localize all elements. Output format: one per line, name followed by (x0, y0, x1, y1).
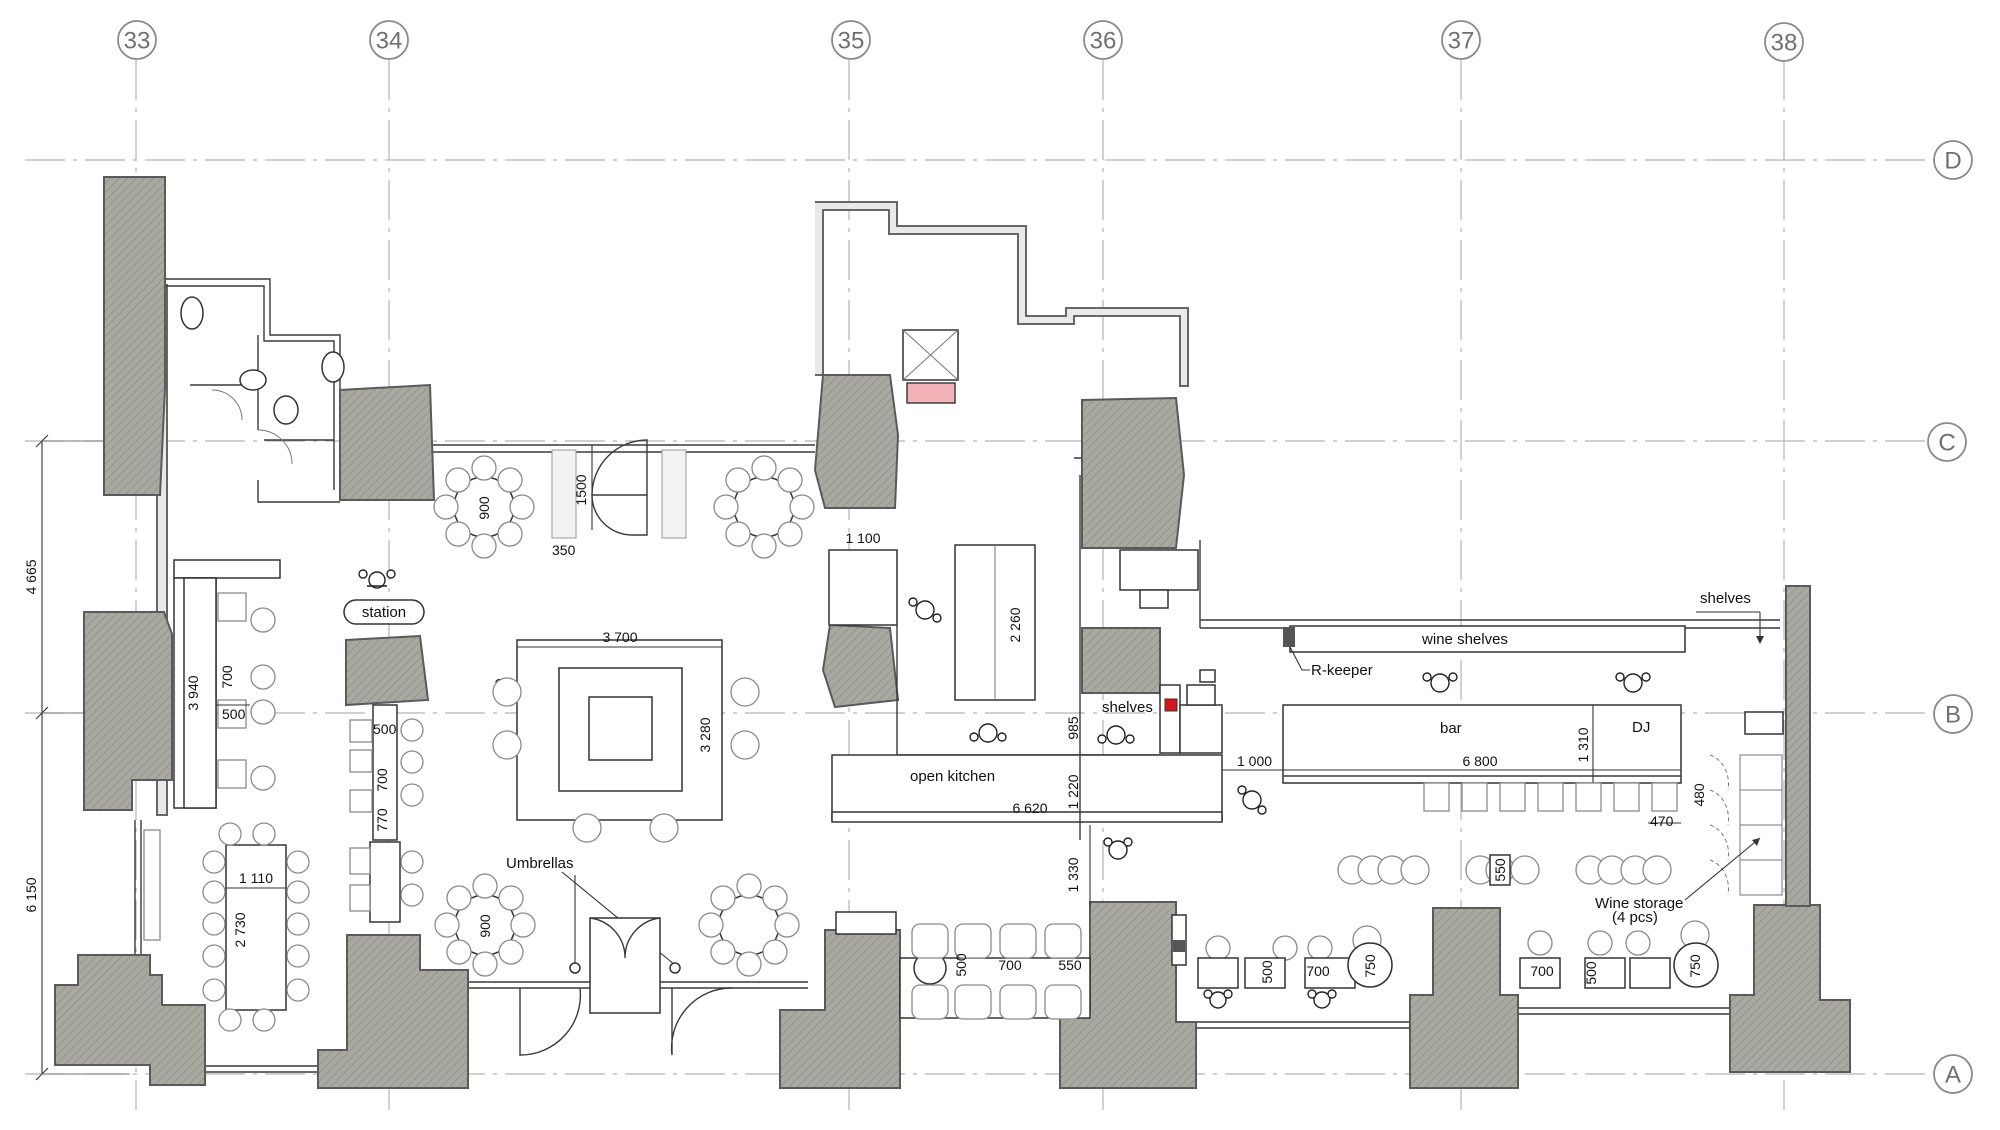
grid-label-36: 36 (1090, 28, 1117, 55)
dim-window-500a: 500 (1259, 960, 1275, 984)
dim-booth-500: 500 (953, 953, 969, 977)
bar-lounge-tables: 550 (1337, 854, 1672, 886)
grid-label-C: C (1938, 430, 1955, 457)
round-table-top-left: 900 (433, 455, 535, 559)
dim-bar-1000: 1 000 (1237, 753, 1272, 769)
dim-gap-770: 770 (374, 808, 390, 832)
dim-kitchen-1100: 1 100 (845, 530, 880, 546)
label-shelves-top: shelves (1700, 590, 1751, 607)
dim-kitchen-6620: 6 620 (1012, 800, 1047, 816)
dim-left-lower: 6 150 (23, 877, 39, 912)
dim-seat-500a: 500 (222, 706, 246, 722)
dim-kitchen-1220: 1 220 (1065, 774, 1081, 809)
left-bench-seating: 500 700 770 (349, 704, 424, 923)
window-seating: 500 700 750 700 500 750 (1197, 920, 1719, 1009)
round-table-bottom-left: 900 (434, 873, 536, 977)
grid-label-37: 37 (1448, 28, 1475, 55)
station: station (343, 569, 425, 625)
dim-kitchen-1330: 1 330 (1065, 857, 1081, 892)
booth-seating: 500 700 550 (835, 911, 1187, 1020)
dim-planter-350: 350 (552, 542, 576, 558)
open-kitchen: 1 100 2 260 open kitchen 6 620 985 1 220… (828, 329, 1267, 905)
long-table: 1 110 2 730 (143, 822, 310, 1032)
label-station: station (362, 604, 406, 621)
grid-label-33: 33 (124, 28, 151, 55)
dim-window-700a: 700 (1306, 963, 1330, 979)
structural-columns (54, 176, 1851, 1089)
round-table-bottom-right (698, 873, 800, 977)
label-umbrellas: Umbrellas (506, 855, 574, 872)
dim-bar-1310: 1 310 (1575, 727, 1591, 762)
grid-label-34: 34 (376, 28, 403, 55)
grid-label-38: 38 (1771, 30, 1798, 57)
wine-storage: Wine storage (4 pcs) (1595, 754, 1783, 926)
dim-table-1110: 1 110 (239, 870, 273, 886)
label-wine-shelves: wine shelves (1421, 631, 1508, 648)
grid-label-A: A (1945, 1062, 1961, 1089)
label-wine-storage-count: (4 pcs) (1612, 909, 1658, 926)
dim-kitchen-985: 985 (1065, 716, 1081, 740)
dim-booth-550: 550 (1058, 957, 1082, 973)
dim-booth-700: 700 (998, 957, 1022, 973)
dim-window-750a: 750 (1362, 954, 1378, 978)
label-open-kitchen: open kitchen (910, 768, 995, 785)
label-bar: bar (1440, 720, 1462, 737)
dim-bar-3940: 3 940 (185, 675, 201, 710)
grid-label-D: D (1944, 148, 1961, 175)
wc-fixtures (180, 296, 345, 465)
dim-round-900-top: 900 (476, 496, 492, 520)
dim-bar-480: 480 (1691, 783, 1707, 807)
dim-entry-1500: 1500 (573, 474, 589, 505)
grid-bubbles: 33 34 35 36 37 38 D C B A (117, 20, 1973, 1094)
bar-staff (1422, 672, 1651, 693)
umbrellas: Umbrellas (506, 855, 733, 1056)
dim-window-500b: 500 (1583, 961, 1599, 985)
dim-seat-500b: 500 (373, 721, 397, 737)
dim-seat-700b: 700 (374, 768, 390, 792)
dim-bar-6800: 6 800 (1462, 753, 1497, 769)
dim-left-upper: 4 665 (23, 559, 39, 594)
label-r-keeper: R-keeper (1311, 662, 1373, 679)
dim-window-750b: 750 (1687, 954, 1703, 978)
label-shelves-kitchen: shelves (1102, 699, 1153, 716)
entry-door-top: 1500 350 (551, 439, 687, 558)
dim-window-700b: 700 (1530, 963, 1554, 979)
dim-island-3700: 3 700 (602, 629, 637, 645)
grid-label-B: B (1945, 702, 1961, 729)
dim-table-2730: 2 730 (232, 912, 248, 947)
grid-label-35: 35 (838, 28, 865, 55)
kitchen-shelves: shelves (1102, 669, 1223, 754)
dim-island-3280: 3 280 (697, 717, 713, 752)
dim-kitchen-2260: 2 260 (1007, 607, 1023, 642)
dim-bar-470: 470 (1650, 813, 1674, 829)
label-dj: DJ (1632, 719, 1650, 736)
wine-shelves: wine shelves R-keeper shelves (1283, 590, 1784, 735)
round-table-top-right (713, 455, 815, 559)
central-island: 3 700 3 280 550 (492, 629, 760, 843)
dim-seat-700a: 700 (219, 665, 235, 689)
left-bar-counter: 3 940 700 500 (173, 559, 281, 809)
dim-round-900-bottom: 900 (477, 914, 493, 938)
bar-counter: bar DJ 1 310 6 800 1 000 470 480 (1222, 704, 1707, 829)
label-wine-storage: Wine storage (1595, 895, 1683, 912)
dim-lounge-550: 550 (1492, 858, 1508, 882)
